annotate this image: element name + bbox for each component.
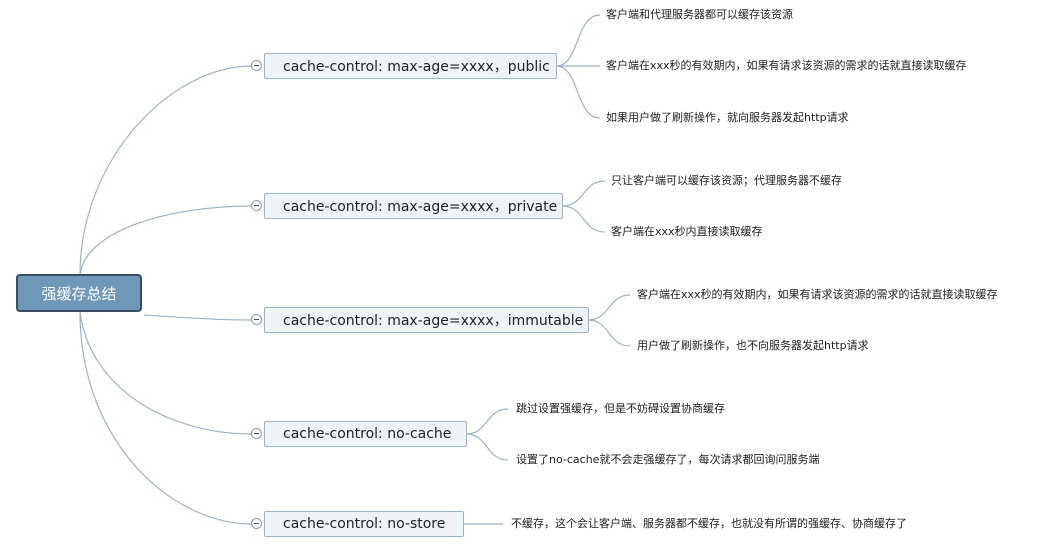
branch-topic-no-store[interactable]: cache-control: no-store xyxy=(264,511,464,537)
collapse-toggle-icon[interactable] xyxy=(251,428,262,439)
connector-root-branch-3 xyxy=(143,314,253,321)
branch-topic-private[interactable]: cache-control: max-age=xxxx，private xyxy=(264,193,563,219)
collapse-toggle-icon[interactable] xyxy=(251,60,262,71)
leaf-topic[interactable]: 客户端在xxx秒的有效期内，如果有请求该资源的需求的话就直接读取缓存 xyxy=(637,288,998,301)
connector-branch-2-leaf-2 xyxy=(561,205,606,233)
leaf-topic[interactable]: 客户端在xxx秒内直接读取缓存 xyxy=(611,225,763,238)
leaf-topic[interactable]: 跳过设置强缓存，但是不妨碍设置协商缓存 xyxy=(516,402,725,415)
connector-branch-4-leaf-1 xyxy=(465,408,509,435)
connector-branch-3-leaf-2 xyxy=(587,319,631,347)
branch-topic-public[interactable]: cache-control: max-age=xxxx，public xyxy=(264,53,557,79)
connector-root-branch-2 xyxy=(79,205,253,276)
collapse-toggle-icon[interactable] xyxy=(251,200,262,211)
connector-root-branch-5 xyxy=(79,311,253,525)
leaf-topic[interactable]: 不缓存，这个会让客户端、服务器都不缓存，也就没有所谓的强缓存、协商缓存了 xyxy=(511,517,907,530)
branch-topic-no-cache[interactable]: cache-control: no-cache xyxy=(264,421,467,447)
connector-branch-4-leaf-2 xyxy=(465,433,509,461)
leaf-topic[interactable]: 用户做了刷新操作，也不向服务器发起http请求 xyxy=(637,339,869,352)
leaf-topic[interactable]: 设置了no-cache就不会走强缓存了，每次请求都回询问服务端 xyxy=(516,453,820,466)
root-topic[interactable]: 强缓存总结 xyxy=(16,274,142,312)
connector-root-branch-4 xyxy=(79,311,253,435)
collapse-toggle-icon[interactable] xyxy=(251,314,262,325)
leaf-topic[interactable]: 客户端在xxx秒的有效期内，如果有请求该资源的需求的话就直接读取缓存 xyxy=(606,59,967,72)
connector-branch-3-leaf-1 xyxy=(587,294,631,321)
leaf-topic[interactable]: 如果用户做了刷新操作，就向服务器发起http请求 xyxy=(606,111,849,124)
leaf-topic[interactable]: 客户端和代理服务器都可以缓存该资源 xyxy=(606,8,793,21)
collapse-toggle-icon[interactable] xyxy=(251,518,262,529)
leaf-topic[interactable]: 只让客户端可以缓存该资源；代理服务器不缓存 xyxy=(611,174,842,187)
connector-branch-2-leaf-1 xyxy=(561,180,606,207)
connector-branch-1-leaf-1 xyxy=(555,14,601,67)
branch-topic-immutable[interactable]: cache-control: max-age=xxxx，immutable xyxy=(264,307,589,333)
connector-branch-1-leaf-3 xyxy=(555,65,601,119)
connector-root-branch-1 xyxy=(79,65,253,276)
